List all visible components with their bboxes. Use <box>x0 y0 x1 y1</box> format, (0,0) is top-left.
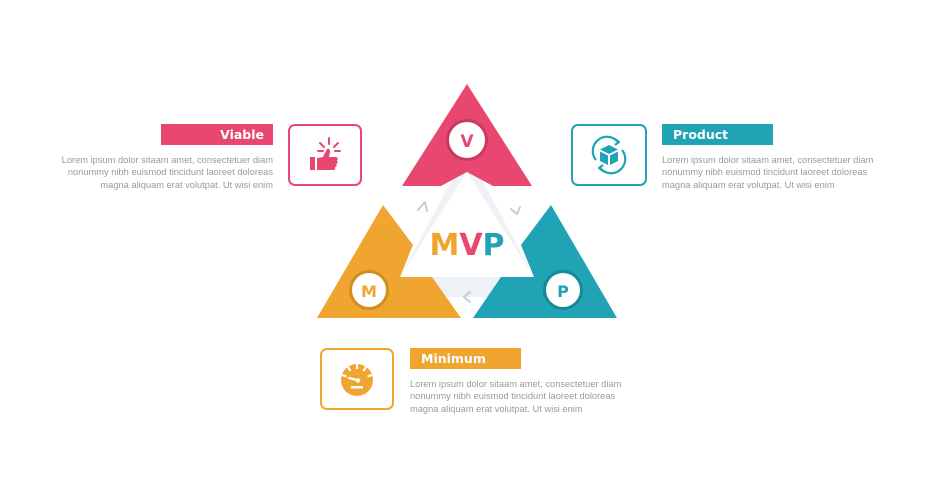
viable-letter: V <box>460 132 474 152</box>
minimum-description-line: nonummy nibh euismod tincidunt laoreet d… <box>410 391 616 402</box>
product-label-bar: Product <box>662 124 773 145</box>
product-circle <box>546 273 580 307</box>
viable-icon-box <box>288 124 362 186</box>
minimum-icon-box <box>320 348 394 410</box>
center-title-v: V <box>459 228 483 263</box>
viable-description-line: nonummy nibh euismod tincidunt laoreet d… <box>67 167 273 178</box>
product-label: Product <box>673 127 729 142</box>
product-description-line: Lorem ipsum dolor sitaam amet, consectet… <box>662 155 874 165</box>
minimum-label-bar: Minimum <box>410 348 521 369</box>
viable-description-line: magna aliquam erat volutpat. Ut wisi eni… <box>100 179 273 190</box>
minimum-description-line: Lorem ipsum dolor sitaam amet, consectet… <box>410 379 622 389</box>
speedometer-icon <box>341 364 373 396</box>
viable-label: Viable <box>220 127 264 142</box>
arrow-chevron-up-left <box>417 201 428 212</box>
inner-white-triangle <box>400 172 534 277</box>
arrow-chevron-left <box>463 291 471 303</box>
minimum-circle <box>352 273 386 307</box>
viable-circle <box>449 122 485 158</box>
product-description: Lorem ipsum dolor sitaam amet, consectet… <box>662 154 877 191</box>
arrow-chevron-down-right <box>510 206 521 215</box>
minimum-label: Minimum <box>421 351 486 366</box>
box-cycle-icon <box>591 135 627 175</box>
product-icon-box <box>571 124 647 186</box>
minimum-description: Lorem ipsum dolor sitaam amet, consectet… <box>410 378 625 415</box>
viable-label-bar: Viable <box>161 124 273 145</box>
center-title: MVP <box>429 228 504 263</box>
minimum-letter: M <box>361 282 377 301</box>
center-title-p: P <box>483 228 505 263</box>
product-description-line: nonummy nibh euismod tincidunt laoreet d… <box>662 167 868 178</box>
minimum-description-line: magna aliquam erat volutpat. Ut wisi eni… <box>410 403 583 414</box>
product-description-line: magna aliquam erat volutpat. Ut wisi eni… <box>662 179 835 190</box>
center-title-m: M <box>429 228 459 263</box>
thumbs-up-icon <box>310 137 341 170</box>
viable-description: Lorem ipsum dolor sitaam amet, consectet… <box>58 154 273 191</box>
product-letter: P <box>557 282 569 301</box>
viable-description-line: Lorem ipsum dolor sitaam amet, consectet… <box>61 155 273 165</box>
